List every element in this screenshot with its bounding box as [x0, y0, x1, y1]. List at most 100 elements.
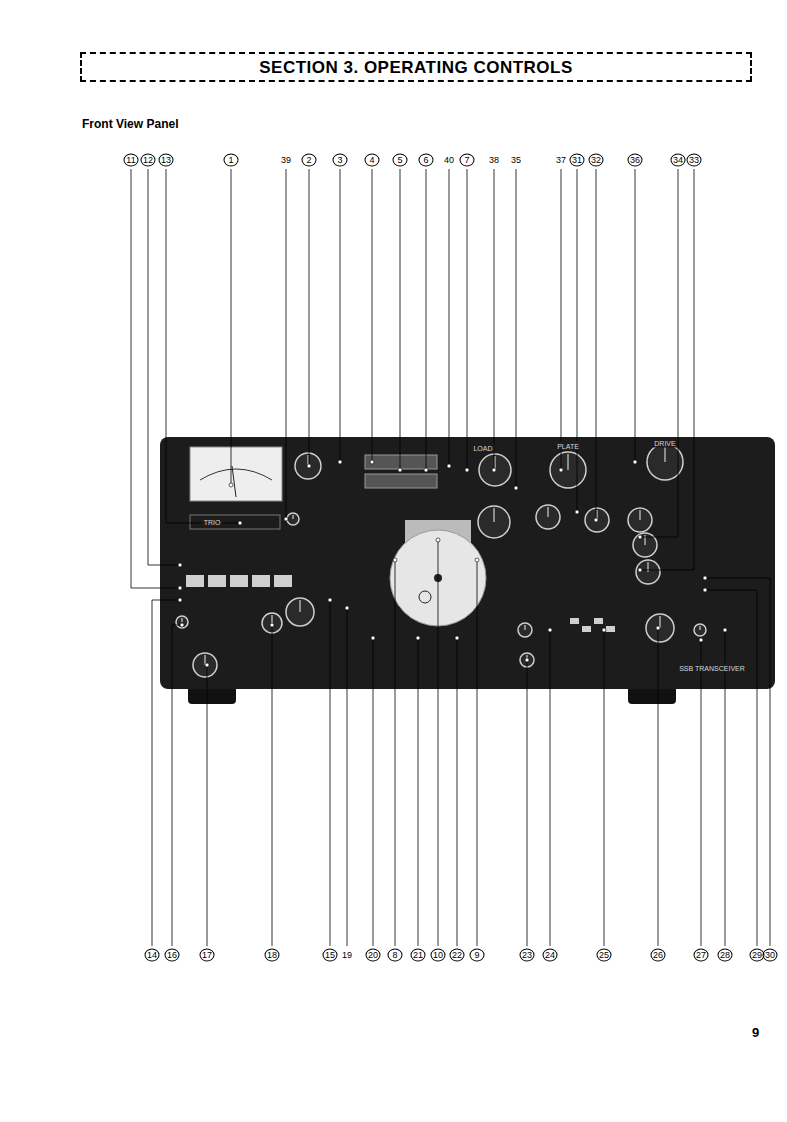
leader-dot: [180, 623, 184, 627]
leader-line: [701, 640, 702, 946]
callout-number: 1: [224, 154, 239, 167]
leader-dot: [699, 638, 703, 642]
leader-dot: [638, 535, 642, 539]
leader-line: [372, 169, 373, 462]
push-button: [274, 575, 292, 587]
push-button: [252, 575, 270, 587]
leader-line: [148, 169, 180, 565]
panel-label: PLATE: [555, 442, 581, 451]
knob-pointer: [300, 600, 301, 612]
leader-dot: [633, 460, 637, 464]
knob-pointer: [272, 615, 273, 623]
callout-number: 25: [597, 949, 612, 962]
leader-line: [640, 169, 694, 570]
control-knob: [628, 508, 652, 532]
callout-number: 9: [470, 949, 485, 962]
callout-number: 21: [411, 949, 426, 962]
leader-line: [550, 630, 551, 946]
leader-line: [166, 169, 240, 523]
knob-pointer: [525, 625, 526, 630]
leader-dot: [602, 628, 606, 632]
panel-label: LOAD: [471, 444, 494, 453]
leader-dot: [525, 658, 529, 662]
leader-line: [494, 169, 495, 470]
leader-dot: [178, 598, 182, 602]
logo-text: TRIO: [202, 518, 223, 527]
leader-line: [131, 169, 180, 588]
leader-line: [635, 169, 636, 462]
leader-dot: [424, 468, 428, 472]
callout-number: 35: [510, 155, 522, 166]
front-panel: [160, 437, 775, 689]
callout-number: 14: [145, 949, 160, 962]
leader-line: [395, 560, 396, 946]
leader-dot: [371, 636, 375, 640]
panel-label: DRIVE: [652, 439, 677, 448]
callout-number: 17: [200, 949, 215, 962]
leader-dot: [416, 636, 420, 640]
model-label: SSB TRANSCEIVER: [677, 664, 747, 673]
leader-dot: [559, 468, 563, 472]
leader-dot: [492, 468, 496, 472]
callout-number: 37: [555, 155, 567, 166]
leader-line: [418, 638, 419, 946]
leader-dot: [229, 483, 233, 487]
control-knob: [295, 453, 321, 479]
leader-dot: [398, 468, 402, 472]
callout-number: 2: [302, 154, 317, 167]
push-button: [230, 575, 248, 587]
control-knob: [287, 513, 299, 525]
leader-line: [172, 625, 182, 946]
control-knob: [478, 506, 510, 538]
leader-dot: [393, 558, 397, 562]
slide-switch: [594, 618, 603, 624]
callout-number: 24: [543, 949, 558, 962]
section-title: SECTION 3. OPERATING CONTROLS: [259, 59, 573, 76]
control-knob: [193, 653, 217, 677]
leader-dot: [307, 464, 311, 468]
callout-number: 28: [718, 949, 733, 962]
callout-number: 5: [393, 154, 408, 167]
callout-number: 31: [570, 154, 585, 167]
meter-window: [190, 447, 282, 501]
leader-line: [577, 169, 578, 512]
control-knob: [694, 624, 706, 636]
control-knob: [479, 454, 511, 486]
leader-dot: [703, 588, 707, 592]
leader-line: [658, 628, 659, 946]
leader-line: [207, 665, 208, 946]
callout-number: 11: [124, 154, 139, 167]
leader-line: [438, 540, 439, 946]
leader-line: [604, 630, 605, 946]
leader-line: [640, 169, 678, 537]
control-knob: [176, 616, 188, 628]
knob-pointer: [665, 446, 666, 462]
leader-line: [152, 600, 180, 946]
leader-dot: [178, 563, 182, 567]
leader-line: [231, 169, 232, 485]
control-knob: [550, 452, 586, 488]
page-number: 9: [752, 1026, 759, 1039]
leader-line: [457, 638, 458, 946]
logo-plate: [190, 515, 280, 529]
leader-dot: [475, 558, 479, 562]
leader-line: [272, 625, 273, 946]
leader-dot: [436, 538, 440, 542]
callout-number: 13: [159, 154, 174, 167]
knob-pointer: [548, 507, 549, 517]
callout-number: 39: [280, 155, 292, 166]
control-knob: [286, 598, 314, 626]
leader-line: [596, 169, 597, 520]
control-knob: [585, 508, 609, 532]
leader-dot: [328, 598, 332, 602]
callout-number: 4: [365, 154, 380, 167]
callout-number: 23: [520, 949, 535, 962]
leader-line: [330, 600, 331, 946]
leader-line: [705, 590, 757, 946]
slide-switch: [570, 618, 579, 624]
callout-number: 40: [443, 155, 455, 166]
leader-dot: [270, 623, 274, 627]
leader-line: [477, 560, 478, 946]
panel-drawing: [160, 437, 775, 704]
knob-pointer: [293, 515, 294, 519]
